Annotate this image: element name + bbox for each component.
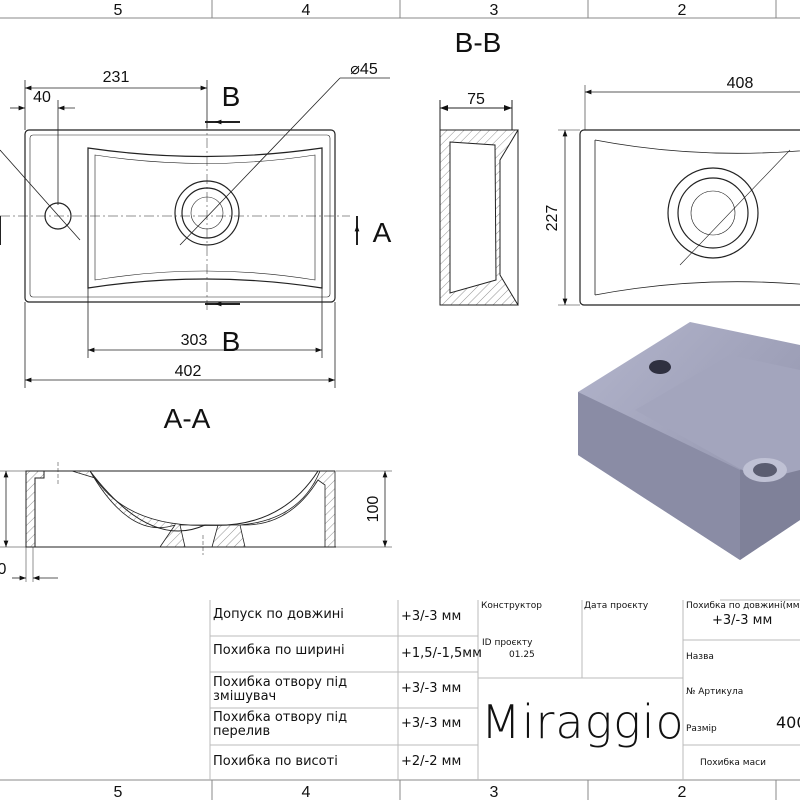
tolerance-label: Похибка по ширині [213, 643, 345, 658]
dim-75: 75 [467, 91, 485, 108]
tolerance-label: Допуск по довжині [213, 607, 344, 622]
zone-label: 4 [302, 784, 311, 800]
dim-diameter-45: ⌀45 [350, 61, 378, 78]
tolerance-value: +1,5/-1,5мм [401, 646, 482, 661]
dim-408: 408 [727, 75, 754, 92]
zone-label: 5 [114, 784, 123, 800]
project-id-label: ID проєкту [482, 638, 533, 648]
dim-partial-wall: 0 [0, 561, 7, 578]
designer-label: Конструктор [481, 601, 542, 611]
dim-40: 40 [33, 89, 51, 106]
size-label: Размір [686, 724, 717, 734]
section-bb [439, 100, 519, 306]
dim-402: 402 [175, 363, 202, 380]
cut-label-b-top: B [222, 81, 241, 112]
dim-303: 303 [181, 332, 208, 349]
tolerance-value: +3/-3 мм [401, 609, 462, 624]
project-date-label: Дата проєкту [584, 601, 649, 611]
tolerance-label: Похибка отвору під змішувач [213, 675, 348, 704]
dim-partial-height: 8 [0, 510, 1, 519]
name-label: Назва [686, 652, 714, 662]
top-view [0, 120, 350, 310]
project-id-value: 01.25 [509, 650, 535, 660]
cut-label-b-bottom: B [222, 326, 241, 357]
top-view-dimensions [0, 77, 390, 388]
section-aa-title: A-A [164, 403, 211, 434]
mass-tolerance-label: Похибка маси [700, 758, 766, 768]
length-tolerance-value: +3/-3 мм [712, 613, 773, 628]
zone-label: 4 [302, 2, 311, 19]
right-view [558, 85, 800, 306]
miraggio-logo: Miraggio [481, 695, 685, 749]
dim-227: 227 [544, 205, 561, 232]
dim-100: 100 [365, 496, 382, 523]
dim-231: 231 [103, 69, 130, 86]
tolerance-label: Похибка по висоті [213, 754, 338, 769]
tolerance-value: +3/-3 мм [401, 716, 462, 731]
tolerance-value: +2/-2 мм [401, 754, 462, 769]
cut-label-a: A [373, 217, 392, 248]
zone-label: 3 [490, 784, 499, 800]
tolerance-value: +3/-3 мм [401, 681, 462, 696]
zone-label: 2 [678, 784, 687, 800]
zone-label: 2 [678, 2, 687, 19]
article-label: № Артикула [686, 687, 744, 697]
zone-label: 3 [490, 2, 499, 19]
length-tolerance-label: Похибка по довжині(мм) [686, 601, 800, 611]
sink-3d-render [578, 322, 800, 560]
tolerance-label: Похибка отвору під перелив [213, 710, 348, 739]
size-value: 400 [776, 713, 800, 732]
section-bb-title: B-B [455, 27, 502, 58]
title-block-grid [209, 599, 800, 780]
zone-label: 5 [114, 2, 123, 19]
section-aa [0, 462, 392, 582]
